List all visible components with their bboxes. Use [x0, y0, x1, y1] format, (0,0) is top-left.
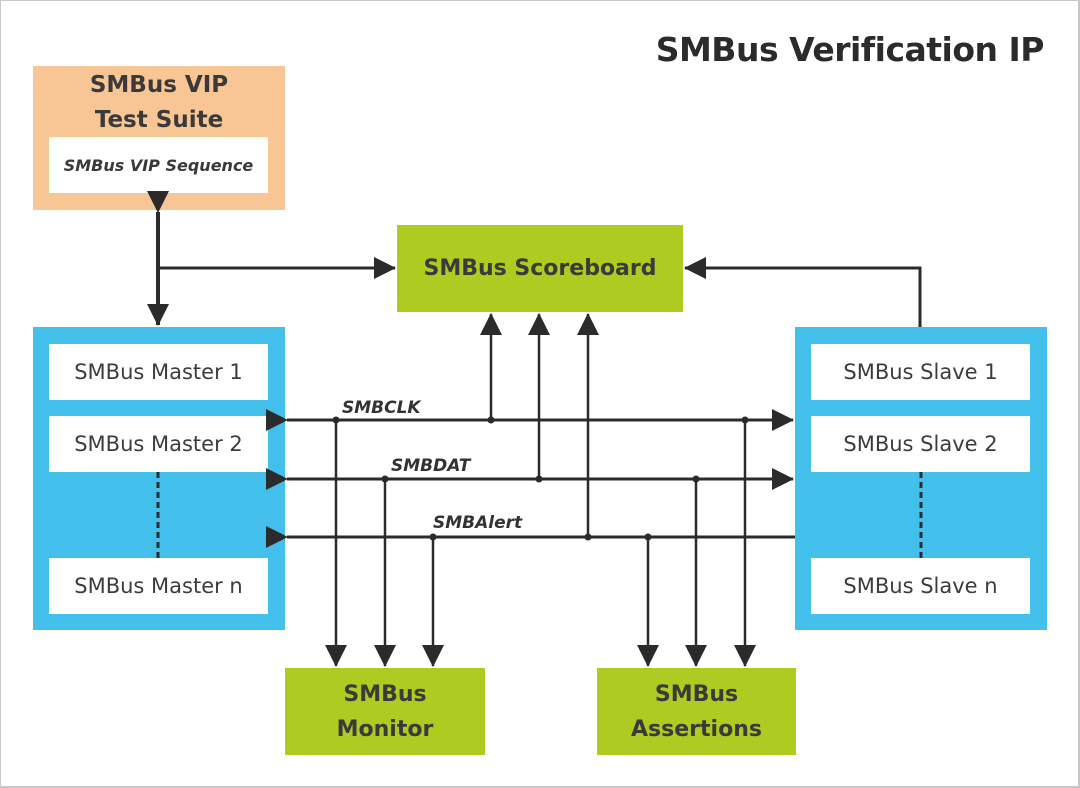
signal-label-smbalert: SMBAlert — [433, 513, 523, 533]
junction-dot — [644, 533, 652, 541]
slave-2: SMBus Slave 2 — [811, 416, 1030, 472]
assertions-line2: Assertions — [631, 716, 762, 742]
slave-1: SMBus Slave 1 — [811, 344, 1030, 400]
test-suite-title-line1: SMBus VIP — [89, 72, 229, 98]
master-n: SMBus Master n — [49, 558, 268, 614]
test-suite-title-line2: Test Suite — [94, 107, 224, 133]
master-agent-block: SMBus Master 1 SMBus Master 2 SMBus Mast… — [33, 327, 285, 630]
slave-n-label: SMBus Slave n — [843, 574, 998, 598]
assertions-line1: SMBus — [654, 681, 739, 707]
junction-dot — [332, 416, 340, 424]
junction-dot — [741, 416, 749, 424]
slave-n: SMBus Slave n — [811, 558, 1030, 614]
monitor-block: SMBus Monitor — [285, 668, 485, 755]
sequence-label: SMBus VIP Sequence — [63, 155, 254, 175]
monitor-line2: Monitor — [336, 716, 434, 742]
master-2: SMBus Master 2 — [49, 416, 268, 472]
sequence-block: SMBus VIP Sequence — [49, 137, 268, 193]
master-2-label: SMBus Master 2 — [74, 432, 243, 456]
monitor-line1: SMBus — [343, 681, 427, 707]
master-n-label: SMBus Master n — [74, 574, 243, 598]
master-1-label: SMBus Master 1 — [74, 360, 243, 384]
assertions-block: SMBus Assertions — [597, 668, 796, 755]
junction-dot — [535, 475, 543, 483]
scoreboard-block: SMBus Scoreboard — [397, 225, 683, 312]
scoreboard-label: SMBus Scoreboard — [423, 256, 657, 281]
test-suite-block: SMBus VIP Test Suite SMBus VIP Sequence — [33, 66, 285, 210]
junction-dot — [429, 533, 437, 541]
junction-dot — [584, 533, 592, 541]
slave-2-label: SMBus Slave 2 — [843, 432, 998, 456]
junction-dot — [487, 416, 495, 424]
junction-dot — [692, 475, 700, 483]
slave-scoreboard-link — [684, 257, 922, 327]
junction-dot — [381, 475, 389, 483]
diagram-title: SMBus Verification IP — [655, 30, 1045, 69]
slave-1-label: SMBus Slave 1 — [843, 360, 998, 384]
slave-agent-block: SMBus Slave 1 SMBus Slave 2 SMBus Slave … — [795, 327, 1047, 630]
master-1: SMBus Master 1 — [49, 344, 268, 400]
